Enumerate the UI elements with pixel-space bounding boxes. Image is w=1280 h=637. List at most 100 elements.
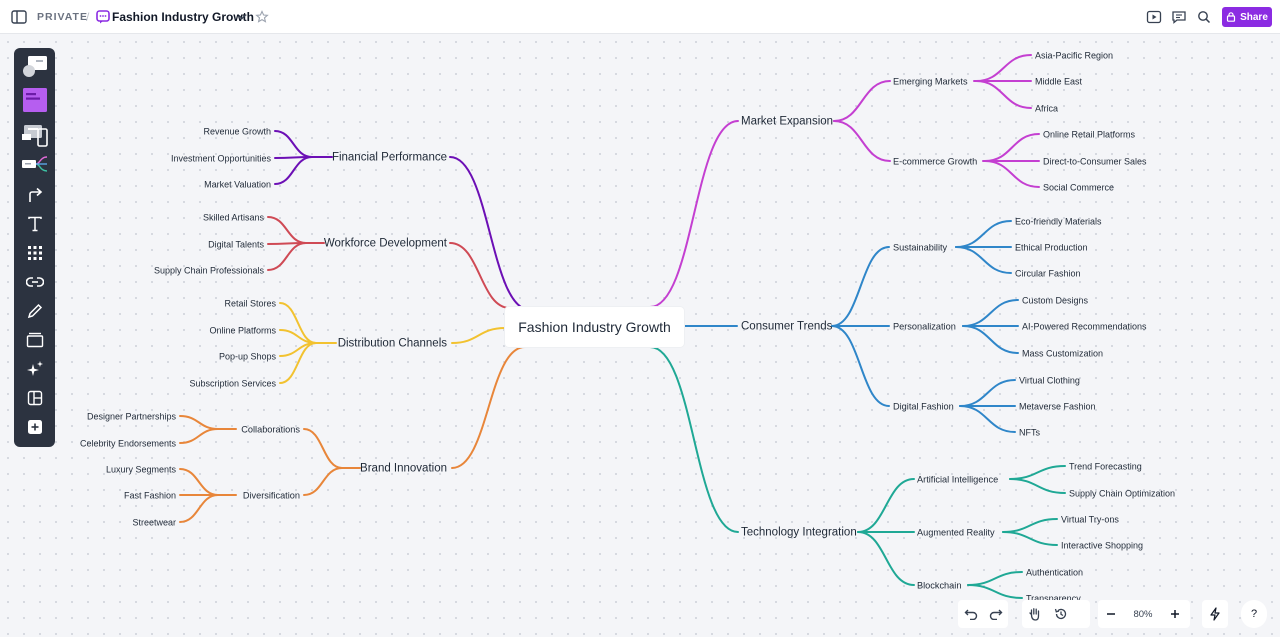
mindmap-leaf-node[interactable]: Ethical Production xyxy=(1015,243,1088,253)
mindmap-leaf-node[interactable]: Asia-Pacific Region xyxy=(1035,51,1113,61)
present-icon[interactable] xyxy=(1144,7,1164,27)
mindmap-leaf-node[interactable]: AI-Powered Recommendations xyxy=(1022,322,1147,332)
chevron-down-icon[interactable] xyxy=(232,7,252,27)
link-icon[interactable] xyxy=(20,269,49,295)
mindmap-connector xyxy=(955,246,1012,274)
mindmap-branch-node[interactable]: Market Expansion xyxy=(741,116,833,128)
mindmap-subbranch-node[interactable]: Personalization xyxy=(893,322,956,332)
mindmap-leaf-node[interactable]: Direct-to-Consumer Sales xyxy=(1043,157,1147,167)
mindmap-leaf-node[interactable]: Investment Opportunities xyxy=(171,154,272,164)
mindmap-leaf-node[interactable]: Mass Customization xyxy=(1022,349,1103,359)
quick-actions-group xyxy=(1202,600,1228,628)
mindmap-subbranch-node[interactable]: Digital Fashion xyxy=(893,402,954,412)
mindmap-leaf-node[interactable]: Retail Stores xyxy=(224,299,276,309)
mindmap-connector xyxy=(984,160,1040,188)
mindmap-branch-node[interactable]: Distribution Channels xyxy=(338,338,448,350)
mindmap-leaf-node[interactable]: Online Retail Platforms xyxy=(1043,130,1136,140)
mindmap-leaf-node[interactable]: Digital Talents xyxy=(208,240,264,250)
mindmap-branch-node[interactable]: Technology Integration xyxy=(741,527,857,539)
grid-apps-icon[interactable] xyxy=(20,240,49,266)
mindmap-leaf-node[interactable]: Revenue Growth xyxy=(203,127,271,137)
mindmap-icon[interactable] xyxy=(20,151,49,177)
mindmap-leaf-node[interactable]: Virtual Try-ons xyxy=(1061,515,1119,525)
mindmap-leaf-node[interactable]: Eco-friendly Materials xyxy=(1015,217,1102,227)
mindmap-leaf-node[interactable]: Supply Chain Optimization xyxy=(1069,489,1175,499)
mindmap-connector xyxy=(279,342,317,384)
mindmap-subbranch-node[interactable]: Collaborations xyxy=(241,425,300,435)
mindmap-leaf-node[interactable]: Market Valuation xyxy=(204,180,271,190)
mindmap-leaf-node[interactable]: Celebrity Endorsements xyxy=(80,439,177,449)
lightning-icon[interactable] xyxy=(1202,601,1228,627)
mindmap-branch-node[interactable]: Workforce Development xyxy=(324,238,448,250)
zoom-out-icon[interactable] xyxy=(1098,601,1124,627)
mindmap-connector xyxy=(303,428,343,469)
add-icon[interactable] xyxy=(20,414,49,440)
device-frame-icon[interactable] xyxy=(20,123,49,149)
mindmap-branch-node[interactable]: Financial Performance xyxy=(332,152,447,164)
mindmap-connector xyxy=(984,133,1040,162)
mindmap-subbranch-node[interactable]: Emerging Markets xyxy=(893,77,968,87)
mindmap-leaf-node[interactable]: Designer Partnerships xyxy=(87,412,177,422)
mindmap-leaf-node[interactable]: Social Commerce xyxy=(1043,183,1114,193)
mindmap-leaf-node[interactable]: Skilled Artisans xyxy=(203,213,265,223)
star-icon[interactable] xyxy=(252,7,272,27)
mindmap-leaf-node[interactable]: Custom Designs xyxy=(1022,296,1089,306)
mindmap-branch-node[interactable]: Consumer Trends xyxy=(741,321,833,333)
mindmap-subbranch-node[interactable]: Diversification xyxy=(243,491,300,501)
mindmap-leaf-node[interactable]: NFTs xyxy=(1019,428,1040,438)
mindmap-subbranch-node[interactable]: Blockchain xyxy=(917,581,961,591)
sticky-note-icon[interactable] xyxy=(20,87,49,113)
mindmap-leaf-node[interactable]: Circular Fashion xyxy=(1015,269,1081,279)
templates-icon[interactable] xyxy=(20,385,49,411)
frame-icon[interactable] xyxy=(20,327,49,353)
mindmap-leaf-node[interactable]: Subscription Services xyxy=(189,379,276,389)
mindmap-subbranch-node[interactable]: Augmented Reality xyxy=(917,528,995,538)
mindmap-connector xyxy=(831,325,890,407)
connector-arrow-icon[interactable] xyxy=(20,182,49,208)
sidebar-toggle-icon[interactable] xyxy=(9,7,29,27)
mindmap-leaf-node[interactable]: Metaverse Fashion xyxy=(1019,402,1096,412)
mindmap-leaf-node[interactable]: Interactive Shopping xyxy=(1061,541,1143,551)
text-tool-icon[interactable] xyxy=(20,211,49,237)
mindmap-leaf-node[interactable]: Trend Forecasting xyxy=(1069,462,1142,472)
history-icon[interactable] xyxy=(1048,601,1074,627)
undo-icon[interactable] xyxy=(958,601,983,627)
visibility-label[interactable]: PRIVATE xyxy=(37,11,88,23)
mindmap-leaf-node[interactable]: Transparency xyxy=(1026,594,1081,604)
page-title[interactable]: Fashion Industry Growth xyxy=(112,10,255,24)
mindmap-leaf-node[interactable]: Authentication xyxy=(1026,568,1083,578)
mindmap-connector xyxy=(833,80,891,122)
mindmap-connector xyxy=(274,156,313,185)
mindmap-connector xyxy=(451,327,506,344)
mindmap-leaf-node[interactable]: Online Platforms xyxy=(209,326,276,336)
help-button[interactable]: ? xyxy=(1241,600,1267,628)
mindmap-subbranch-node[interactable]: Sustainability xyxy=(893,243,948,253)
mindmap-connector xyxy=(179,415,219,430)
share-button[interactable]: Share xyxy=(1222,7,1272,27)
mindmap-leaf-node[interactable]: Middle East xyxy=(1035,77,1083,87)
mindmap-leaf-node[interactable]: Virtual Clothing xyxy=(1019,376,1080,386)
zoom-in-icon[interactable] xyxy=(1162,601,1188,627)
mindmap-leaf-node[interactable]: Fast Fashion xyxy=(124,491,176,501)
redo-icon[interactable] xyxy=(983,601,1008,627)
mindmap-leaf-node[interactable]: Africa xyxy=(1035,104,1058,114)
pen-icon[interactable] xyxy=(20,298,49,324)
mindmap-leaf-node[interactable]: Streetwear xyxy=(132,518,176,528)
mindmap-connector xyxy=(1009,465,1066,480)
ai-sparkle-icon[interactable] xyxy=(20,356,49,382)
shape-tool-icon[interactable] xyxy=(20,54,49,80)
mindmap-leaf-node[interactable]: Supply Chain Professionals xyxy=(154,266,265,276)
search-icon[interactable] xyxy=(1194,7,1214,27)
mindmap-connector xyxy=(959,379,1016,407)
mindmap-subbranch-node[interactable]: Artificial Intelligence xyxy=(917,475,998,485)
undo-redo-group xyxy=(958,600,1008,628)
hand-pan-icon[interactable] xyxy=(1022,601,1048,627)
comment-icon[interactable] xyxy=(1169,7,1189,27)
mindmap-subbranch-node[interactable]: E-commerce Growth xyxy=(893,157,977,167)
mindmap-leaf-node[interactable]: Luxury Segments xyxy=(106,465,177,475)
mindmap-root-node[interactable]: Fashion Industry Growth xyxy=(505,307,684,347)
zoom-level[interactable]: 80% xyxy=(1133,608,1153,620)
mindmap-connector xyxy=(451,346,526,469)
mindmap-branch-node[interactable]: Brand Innovation xyxy=(360,463,447,475)
mindmap-leaf-node[interactable]: Pop-up Shops xyxy=(219,352,277,362)
